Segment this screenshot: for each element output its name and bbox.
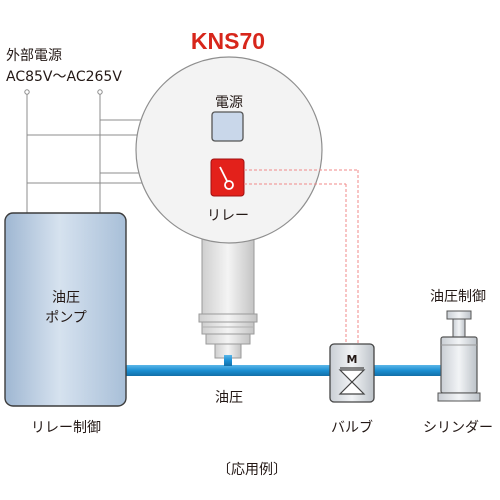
oil-pipe <box>125 365 445 376</box>
hydraulic-pump <box>4 212 127 407</box>
cylinder-caption: シリンダー <box>423 420 493 436</box>
relay-signal-lines <box>244 169 359 345</box>
oil-pressure-label: 油圧 <box>215 390 243 406</box>
cylinder-top-label: 油圧制御 <box>430 289 486 305</box>
voltage-range-label: AC85V〜AC265V <box>6 69 122 85</box>
cylinder <box>437 310 481 402</box>
application-example-caption: 〔応用例〕 <box>217 462 287 478</box>
power-indicator <box>211 111 244 142</box>
pump-label-line2: ポンプ <box>45 310 87 326</box>
gauge-dial <box>135 56 323 244</box>
gauge-stem <box>198 235 258 359</box>
valve-motor-symbol: M <box>347 353 358 366</box>
relay-indicator <box>210 158 245 197</box>
valve <box>329 343 375 403</box>
relay-switch-icon <box>219 166 234 190</box>
valve-caption: バルブ <box>331 419 373 436</box>
pipe-branch <box>224 355 232 366</box>
external-power-label: 外部電源 <box>6 48 62 64</box>
power-indicator-label: 電源 <box>215 95 243 111</box>
product-title: KNS70 <box>191 28 265 54</box>
pump-label-line1: 油圧 <box>52 290 80 306</box>
relay-indicator-label: リレー <box>207 208 249 224</box>
pump-caption: リレー制御 <box>31 420 101 436</box>
